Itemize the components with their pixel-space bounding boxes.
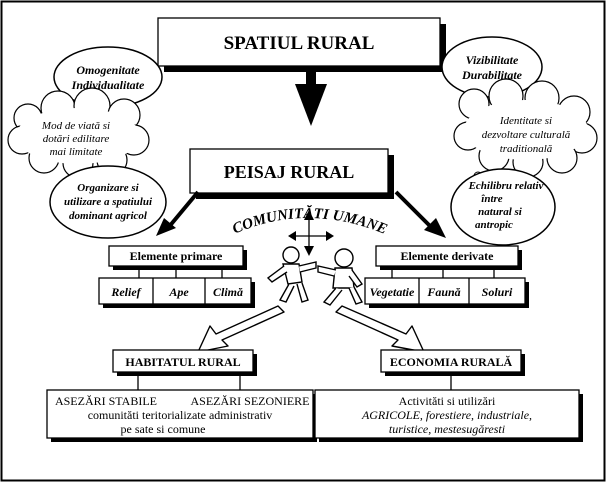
subtitle-box: PEISAJ RURAL	[189, 148, 394, 199]
bubble-vizibilitate-line1: Vizibilitate	[466, 53, 519, 67]
primary-elements-box: Elemente primare	[108, 245, 247, 270]
habitat-label-box: HABITATUL RURAL	[112, 349, 257, 376]
arrow-to-derived	[394, 190, 446, 238]
derived-item-soluri: Soluri	[482, 285, 513, 299]
habitat-seasonal: ASEZĂRI SEZONIERE	[191, 394, 310, 408]
arrow-to-primary	[156, 190, 200, 236]
arrow-to-habitat	[197, 305, 285, 353]
subtitle-text: PEISAJ RURAL	[224, 162, 355, 182]
thought-right-line1: Identitate si	[499, 115, 552, 127]
derived-elements-box: Elemente derivate	[375, 245, 522, 270]
thought-left-line2: dotări edilitare	[43, 133, 110, 145]
habitat-line2: comunităti teritorializate administrativ	[88, 408, 273, 422]
derived-item-vegetatie: Vegetatie	[370, 285, 415, 299]
main-down-arrow	[295, 66, 327, 126]
cross-arrows	[288, 210, 334, 256]
communities-label-path: COMUNITĂTI UMANE	[230, 205, 389, 238]
habitat-details-box: ASEZĂRI STABILE ASEZĂRI SEZONIERE comuni…	[46, 389, 317, 442]
habitat-label: HABITATUL RURAL	[125, 355, 240, 369]
bubble-omogenitate-line1: Omogenitate	[76, 63, 140, 77]
bubble-organizare-line3: dominant agricol	[69, 210, 148, 222]
bubble-organizare: Organizare si utilizare a spatiului domi…	[49, 165, 167, 239]
derived-item-fauna: Faună	[426, 285, 460, 299]
bubble-echilibru-line4: antropic	[475, 219, 513, 231]
bubble-omogenitate-line2: Individualitate	[71, 78, 145, 92]
bubble-echilibru-line3: natural si	[478, 206, 523, 218]
primary-item-ape: Ape	[168, 285, 189, 299]
economy-line1: Activităti si utilizări	[399, 394, 496, 408]
communities-label: COMUNITĂTI UMANE	[230, 205, 389, 238]
primary-items: Relief Ape Climă	[98, 277, 255, 308]
title-text: SPATIUL RURAL	[224, 33, 375, 54]
bubble-organizare-line1: Organizare si	[77, 182, 139, 194]
primary-item-relief: Relief	[110, 285, 141, 299]
thought-bubble-right: Identitate si dezvoltare culturală tradi…	[453, 78, 598, 188]
title-box: SPATIUL RURAL	[157, 17, 446, 72]
habitat-line3: pe sate si comune	[121, 422, 206, 436]
bubble-organizare-line2: utilizare a spatiului	[64, 196, 153, 208]
derived-elements-label: Elemente derivate	[401, 249, 495, 263]
bubble-echilibru-line1: Echilibru relativ	[468, 180, 544, 192]
economy-label: ECONOMIA RURALĂ	[390, 355, 513, 369]
primary-item-clima: Climă	[213, 285, 243, 299]
economy-line3: turistice, mestesugăresti	[389, 422, 505, 436]
bubble-vizibilitate-line2: Durabilitate	[461, 68, 523, 82]
thought-right-line2: dezvoltare culturală	[482, 129, 571, 141]
habitat-stable: ASEZĂRI STABILE	[55, 394, 157, 408]
economy-line2: AGRICOLE, forestiere, industriale,	[361, 408, 532, 422]
bubble-echilibru-line2: între	[481, 193, 503, 205]
thought-right-line3: traditională	[500, 143, 553, 155]
derived-items: Vegetatie Faună Soluri	[364, 277, 529, 308]
economy-label-box: ECONOMIA RURALĂ	[380, 349, 525, 376]
people-figures-icon	[266, 246, 364, 306]
thought-left-line1: Mod de viată si	[41, 120, 110, 132]
thought-left-line3: mai limitate	[50, 146, 103, 158]
arrow-to-economy	[335, 305, 425, 353]
primary-elements-label: Elemente primare	[130, 249, 223, 263]
bubble-echilibru: Echilibru relativ între natural si antro…	[450, 168, 556, 246]
economy-details-box: Activităti si utilizări AGRICOLE, forest…	[314, 389, 583, 442]
